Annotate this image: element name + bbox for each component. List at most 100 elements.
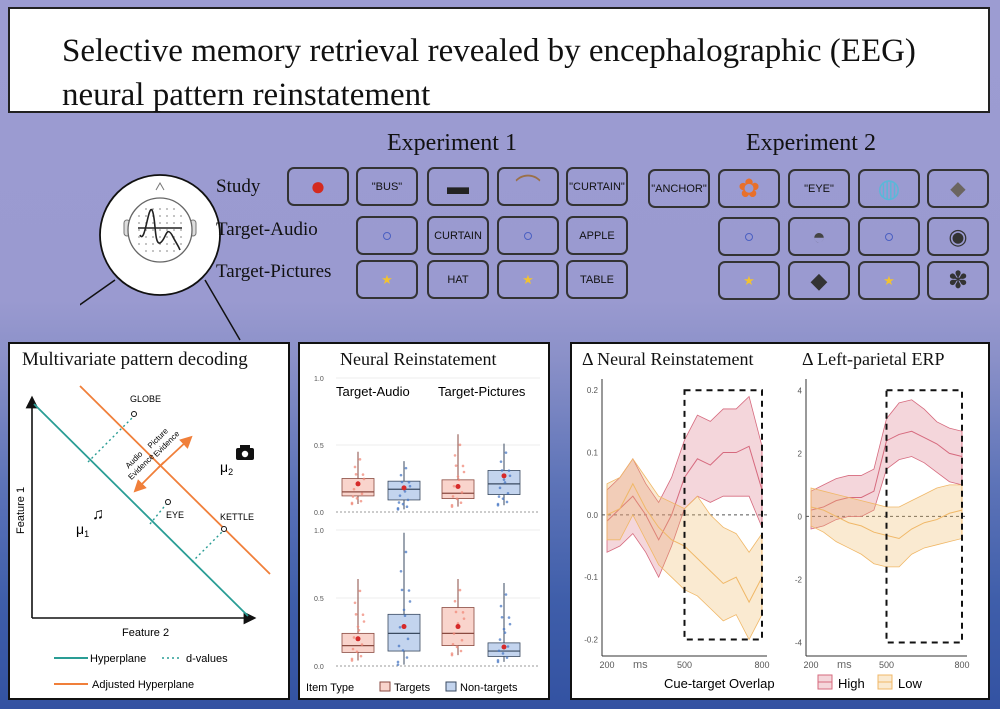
mean-marker xyxy=(455,624,461,630)
tree-icon: ✽ xyxy=(947,267,969,294)
kettle-icon: ◓ xyxy=(812,223,826,249)
exp2-target-pictures-cell: ★ xyxy=(858,261,920,300)
y-tick-label: 0.5 xyxy=(314,443,324,450)
analysis-window-box xyxy=(683,389,763,641)
legend-title: Item Type xyxy=(306,682,354,694)
music-note-icon: ♫ xyxy=(92,506,104,523)
row-label-study: Study xyxy=(216,176,261,197)
data-point xyxy=(400,588,404,592)
hat-icon: ⌒ xyxy=(514,173,541,203)
picture-cue-star-icon: ★ xyxy=(381,271,393,287)
x-axis-label: Feature 2 xyxy=(122,627,169,639)
data-point xyxy=(354,473,358,476)
data-point xyxy=(461,611,465,614)
exp1-target-pictures-cell: ★ xyxy=(356,260,418,299)
globe-point xyxy=(131,411,137,417)
mean-marker xyxy=(355,636,361,642)
facet-label-target-pictures: Target-Pictures xyxy=(438,384,526,399)
data-point xyxy=(497,649,501,653)
data-point xyxy=(499,604,503,608)
facet-label-target-audio: Target-Audio xyxy=(336,384,410,399)
kitten-icon: ◆ xyxy=(950,178,966,200)
eeg-head-diagram xyxy=(80,174,241,341)
exp1-study-cell: "CURTAIN" xyxy=(566,167,628,206)
legend-title: Cue-target Overlap xyxy=(664,676,775,691)
data-point xyxy=(402,608,406,612)
data-point xyxy=(452,484,456,488)
exp2-target-audio-cell: ◉ xyxy=(927,217,989,256)
mu-1-label: μ1 xyxy=(76,521,89,539)
data-point xyxy=(354,613,358,616)
data-point xyxy=(407,480,411,484)
x-tick-label: 500 xyxy=(677,660,692,670)
row-label-target-audio: Target-Audio xyxy=(216,219,318,240)
data-point xyxy=(362,620,366,623)
zoom-line-right xyxy=(204,279,241,341)
decoding-panel: Multivariate pattern decoding GLOBE EYE … xyxy=(8,342,290,700)
legend-dvalues: d-values xyxy=(186,653,228,665)
data-point xyxy=(358,589,362,593)
data-point xyxy=(352,487,356,491)
camera-icon xyxy=(236,445,254,460)
box-targets xyxy=(341,632,375,653)
y-tick-label: 0 xyxy=(798,512,803,521)
data-point xyxy=(456,475,460,478)
exp1-target-audio-cell xyxy=(356,216,418,255)
mean-marker xyxy=(401,485,407,491)
cow-icon: ▬ xyxy=(447,173,469,199)
data-point xyxy=(500,469,504,472)
title-box: Selective memory retrieval revealed by e… xyxy=(8,7,990,113)
data-point xyxy=(503,631,507,634)
y-tick-label: -4 xyxy=(795,639,803,648)
data-point xyxy=(407,589,411,592)
data-point xyxy=(453,454,457,457)
box-targets xyxy=(441,479,475,499)
data-point xyxy=(451,495,455,498)
data-point xyxy=(462,617,466,620)
data-point xyxy=(401,502,405,506)
data-point xyxy=(504,593,508,596)
row-label-target-pictures: Target-Pictures xyxy=(216,261,332,282)
apple-icon: ● xyxy=(310,171,326,201)
data-point xyxy=(357,629,361,632)
data-point xyxy=(498,486,502,490)
exp2-target-audio-cell xyxy=(718,217,780,256)
exp1-target-audio-cell: APPLE xyxy=(566,216,628,255)
data-point xyxy=(398,625,402,629)
data-point xyxy=(404,550,408,554)
label-kettle: KETTLE xyxy=(220,512,254,522)
data-point xyxy=(499,460,503,463)
x-tick-label: 500 xyxy=(879,660,894,670)
data-point xyxy=(360,643,364,646)
data-point xyxy=(508,622,512,626)
exp2-study-cell: ✿ xyxy=(718,169,780,208)
data-point xyxy=(496,502,500,506)
data-point xyxy=(460,638,464,642)
data-point xyxy=(459,501,463,505)
exp2-target-pictures-cell: ★ xyxy=(718,261,780,300)
exp2-study-cell: "ANCHOR" xyxy=(648,169,710,208)
data-point xyxy=(406,498,410,502)
legend-label-targets: Targets xyxy=(394,682,431,694)
legend-label-non-targets: Non-targets xyxy=(460,682,518,694)
box-non-targets xyxy=(387,613,421,652)
exp2-target-pictures-cell: ◆ xyxy=(788,261,850,300)
data-point xyxy=(502,627,506,631)
data-point xyxy=(397,501,401,504)
eye-point xyxy=(165,499,171,505)
data-point xyxy=(355,497,359,500)
y-tick-label: 0.0 xyxy=(314,510,324,517)
legend-label-high: High xyxy=(838,676,865,691)
audio-cue-ring-icon xyxy=(383,231,391,240)
data-point xyxy=(453,599,457,603)
y-tick-label: 4 xyxy=(798,386,803,395)
data-point xyxy=(507,616,511,619)
data-point xyxy=(452,632,456,635)
data-point xyxy=(352,636,356,639)
exp2-study-cell: ◍ xyxy=(858,169,920,208)
data-point xyxy=(455,497,459,501)
label-globe: GLOBE xyxy=(130,394,161,404)
box-non-targets xyxy=(487,642,521,657)
data-point xyxy=(356,625,360,628)
